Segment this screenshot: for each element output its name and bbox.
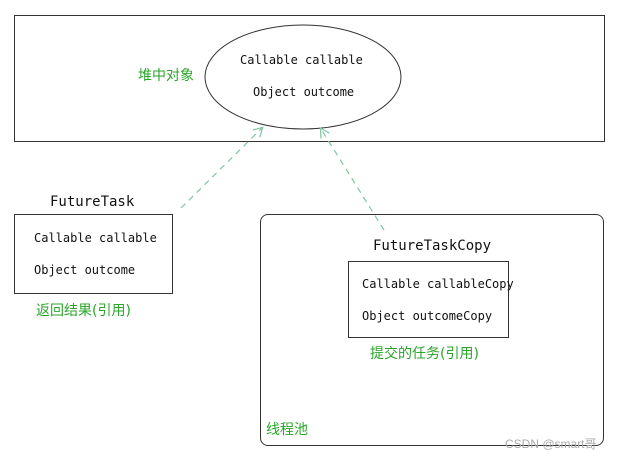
arrow-future-task-to-heap — [180, 126, 264, 209]
heap-field-outcome: Object outcome — [253, 85, 355, 99]
future-task-copy-title: FutureTaskCopy — [373, 238, 492, 254]
future-task-field-callable: Callable callable — [34, 231, 157, 245]
future-task-caption: 返回结果(引用) — [36, 303, 131, 319]
arrow-future-task-copy-to-heap — [319, 127, 385, 231]
heap-label: 堆中对象 — [138, 68, 194, 84]
heap-object-ellipse — [204, 24, 402, 130]
thread-pool-label: 线程池 — [266, 422, 308, 438]
watermark-text: CSDN @smart哥 — [505, 437, 597, 451]
thread-pool-region — [260, 214, 604, 446]
future-task-copy-field-callable: Callable callableCopy — [362, 277, 514, 291]
future-task-title: FutureTask — [50, 194, 135, 210]
heap-field-callable: Callable callable — [240, 53, 363, 67]
future-task-copy-caption: 提交的任务(引用) — [370, 346, 479, 362]
future-task-copy-box — [348, 261, 509, 338]
future-task-box — [14, 214, 173, 294]
future-task-field-outcome: Object outcome — [34, 263, 136, 277]
future-task-copy-field-outcome: Object outcomeCopy — [362, 309, 493, 323]
heap-region — [14, 15, 605, 142]
